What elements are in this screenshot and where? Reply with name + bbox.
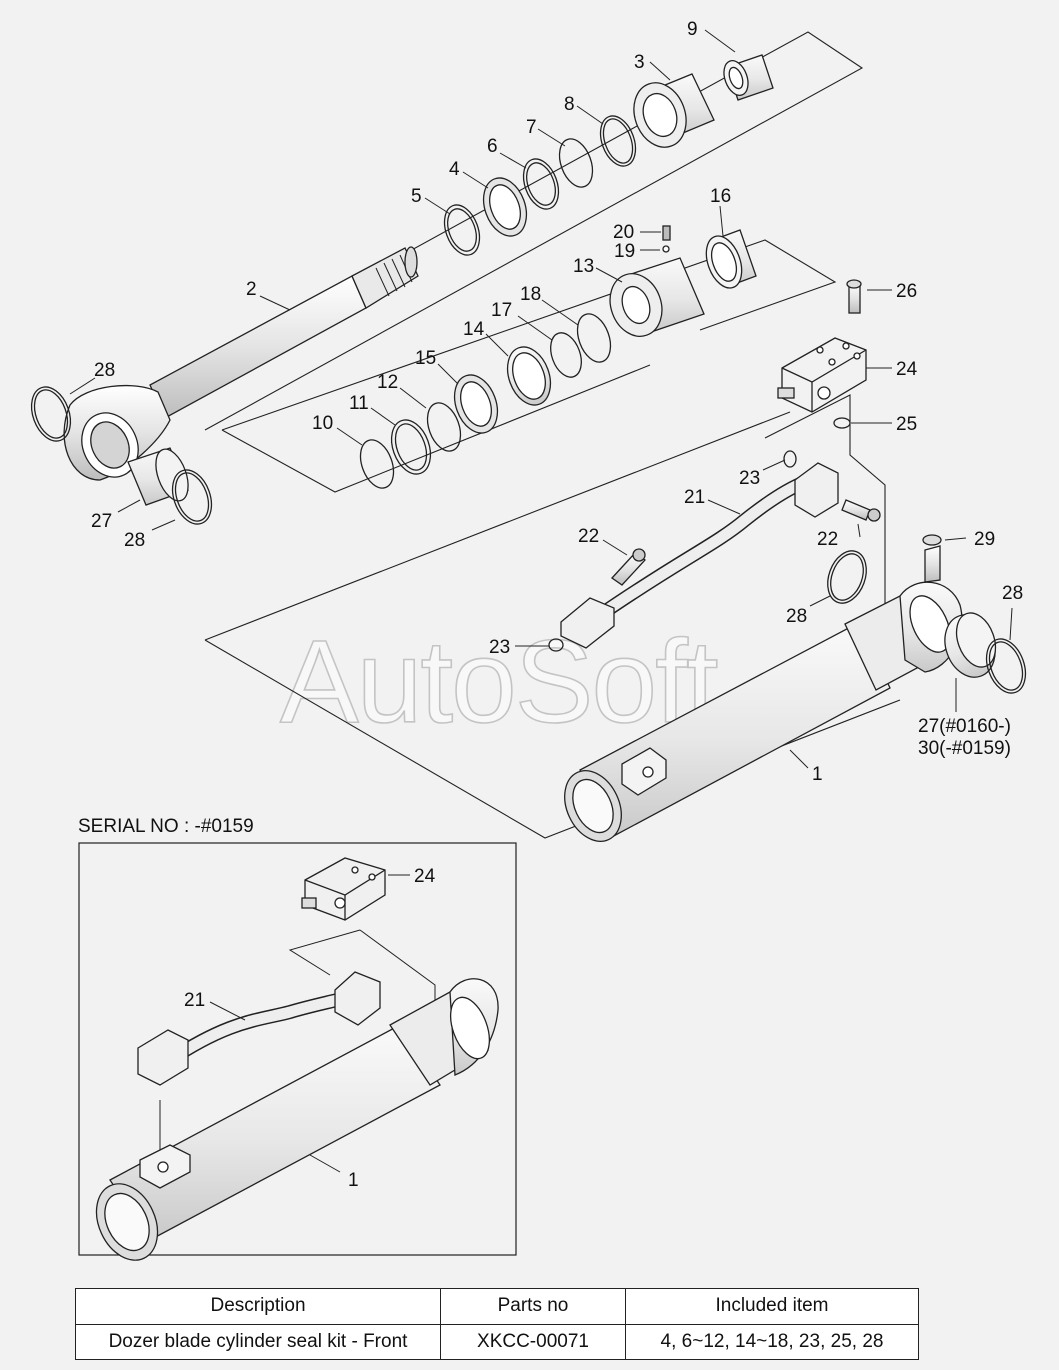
cell-included-item: 4, 6~12, 14~18, 23, 25, 28 bbox=[625, 1323, 919, 1360]
table-header-row: Description Parts no Included item bbox=[75, 1288, 919, 1325]
callout-29: 29 bbox=[974, 529, 995, 550]
piston-rod bbox=[63, 246, 419, 481]
callout-4: 4 bbox=[449, 159, 460, 180]
callout-16: 16 bbox=[710, 186, 731, 207]
rod-cover-parts bbox=[443, 54, 774, 256]
rod-eye-bushing bbox=[30, 386, 213, 525]
callout-18: 18 bbox=[520, 284, 541, 305]
callout-17: 17 bbox=[491, 300, 512, 321]
callout-6: 6 bbox=[487, 136, 498, 157]
callout-19: 19 bbox=[614, 241, 635, 262]
cell-description: Dozer blade cylinder seal kit - Front bbox=[75, 1323, 441, 1360]
callout-21: 21 bbox=[684, 487, 705, 508]
callout-11: 11 bbox=[349, 393, 369, 414]
callout-10: 10 bbox=[312, 413, 333, 434]
callout-2: 2 bbox=[246, 279, 257, 300]
callout-15: 15 bbox=[415, 348, 436, 369]
callout-3: 3 bbox=[634, 52, 645, 73]
leader-lines bbox=[69, 29, 1013, 769]
callout-labels: 9 3 8 7 6 4 5 16 20 19 13 18 17 14 15 12… bbox=[91, 19, 1023, 785]
header-included-item: Included item bbox=[625, 1288, 919, 1325]
callout-27-rod: 27 bbox=[91, 511, 112, 532]
callout-28-pipe: 28 bbox=[786, 606, 807, 627]
callout-12: 12 bbox=[377, 372, 398, 393]
watermark-text: AutoSoft bbox=[280, 616, 718, 748]
pipe-assembly bbox=[548, 450, 881, 652]
inset-callout-24: 24 bbox=[414, 866, 436, 887]
callout-5: 5 bbox=[411, 186, 422, 207]
callout-22-right: 22 bbox=[817, 529, 838, 550]
grouping-outlines bbox=[147, 31, 901, 839]
callout-27-serial: 27(#0160-) bbox=[918, 716, 1011, 737]
callout-30-serial: 30(-#0159) bbox=[918, 738, 1011, 759]
callout-28-rod: 28 bbox=[94, 360, 115, 381]
inset-callout-21: 21 bbox=[184, 990, 205, 1011]
callout-28-tube: 28 bbox=[1002, 583, 1023, 604]
callout-20: 20 bbox=[613, 222, 634, 243]
callout-14: 14 bbox=[463, 319, 485, 340]
callout-26: 26 bbox=[896, 281, 917, 302]
callout-28-rod-lower: 28 bbox=[124, 530, 145, 551]
callout-9: 9 bbox=[687, 19, 698, 40]
callout-8: 8 bbox=[564, 94, 575, 115]
callout-23-lower: 23 bbox=[489, 637, 510, 658]
callout-7: 7 bbox=[526, 117, 537, 138]
table-row: Dozer blade cylinder seal kit - Front XK… bbox=[75, 1323, 919, 1360]
callout-1: 1 bbox=[812, 764, 823, 785]
piston-parts bbox=[359, 225, 757, 489]
inset-serial-title: SERIAL NO : -#0159 bbox=[78, 816, 254, 837]
inset-serial-box: 24 21 1 bbox=[78, 842, 517, 1261]
inset-callout-1: 1 bbox=[348, 1170, 359, 1191]
header-parts-no: Parts no bbox=[440, 1288, 626, 1325]
seal-kit-table: Description Parts no Included item Dozer… bbox=[75, 1288, 919, 1360]
callout-25: 25 bbox=[896, 414, 917, 435]
callout-22-left: 22 bbox=[578, 526, 599, 547]
cell-parts-no: XKCC-00071 bbox=[440, 1323, 626, 1360]
cylinder-tube bbox=[564, 534, 1027, 842]
callout-24: 24 bbox=[896, 359, 918, 380]
header-description: Description bbox=[75, 1288, 441, 1325]
valve-block bbox=[777, 279, 867, 429]
callout-23-upper: 23 bbox=[739, 468, 760, 489]
callout-13: 13 bbox=[573, 256, 594, 277]
